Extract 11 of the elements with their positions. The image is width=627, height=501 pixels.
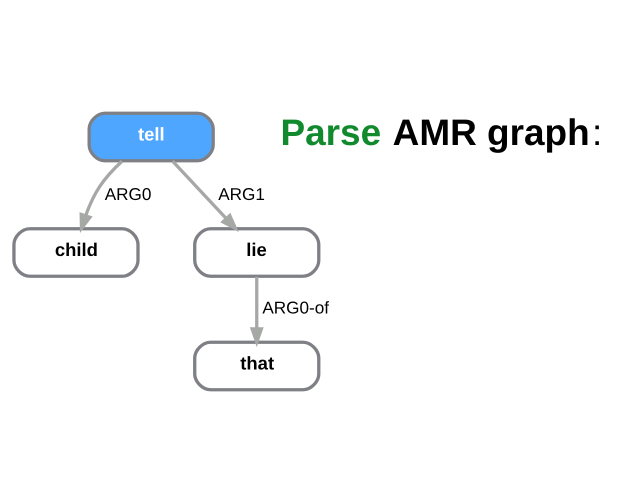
node-box: lie [193,227,320,278]
arrow [80,160,124,234]
arrow [171,160,239,232]
edge-label: ARG0-of [262,298,330,318]
label: Parse AMR graph: [280,112,602,153]
arrow [250,276,264,348]
edge-label: ARG0 [104,184,152,204]
node-box: tell [88,112,215,162]
edge-label: ARG1 [218,184,265,204]
node-box: that [193,340,320,392]
node-box: child [12,227,140,278]
